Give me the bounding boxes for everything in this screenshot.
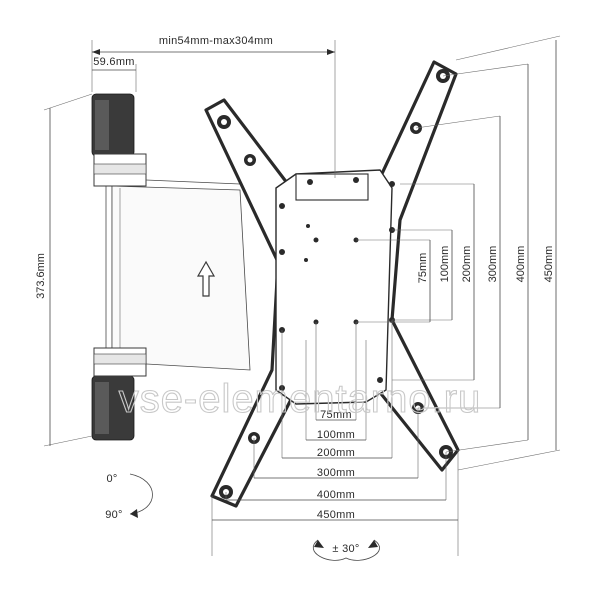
mounting-holes: [217, 69, 453, 499]
vesa-v-label: 200mm: [461, 246, 473, 283]
arm-extension-dimension: min54mm-max304mm 59.6mm: [91, 35, 336, 178]
swivel-left-arrow-icon: [314, 540, 324, 548]
wall-bracket: [91, 93, 251, 441]
vesa-x-plate: [204, 60, 460, 508]
tilt-top-label: 0°: [106, 473, 117, 485]
vesa-h-label: 400mm: [317, 489, 355, 501]
arm-extension-label: min54mm-max304mm: [159, 35, 273, 47]
vesa-h-label: 75mm: [320, 409, 352, 421]
vesa-v-label: 400mm: [515, 246, 527, 283]
swivel-right-arrow-icon: [368, 540, 378, 548]
vesa-h-label: 300mm: [317, 467, 355, 479]
vesa-v-label: 300mm: [487, 246, 499, 283]
watermark: vse-elementarno.ru: [119, 377, 482, 421]
swivel-label: ± 30°: [332, 543, 359, 555]
up-arrow-icon: [196, 260, 216, 297]
wall-height-label: 373.6mm: [35, 253, 47, 299]
vesa-h-label: 450mm: [317, 509, 355, 521]
tilt-bottom-label: 90°: [105, 509, 123, 521]
vesa-v-label: 100mm: [439, 246, 451, 283]
vesa-h-label: 100mm: [317, 429, 355, 441]
wall-plate-depth-label: 59.6mm: [93, 56, 135, 68]
swivel-rotation: ± 30°: [312, 539, 380, 561]
vesa-h-label: 200mm: [317, 447, 355, 459]
vesa-v-label: 75mm: [417, 253, 429, 284]
tilt-rotation: 0° 90°: [105, 473, 153, 521]
vesa-horizontal-dimensions: 75mm 100mm 200mm 300mm 400mm 450mm: [211, 320, 459, 556]
rotate-arrow-icon: [130, 509, 138, 518]
vesa-v-label: 450mm: [543, 246, 555, 283]
wall-height-dimension: 373.6mm: [35, 93, 93, 447]
vesa-vertical-dimensions: 75mm 100mm 200mm 300mm 400mm 450mm: [356, 35, 561, 471]
